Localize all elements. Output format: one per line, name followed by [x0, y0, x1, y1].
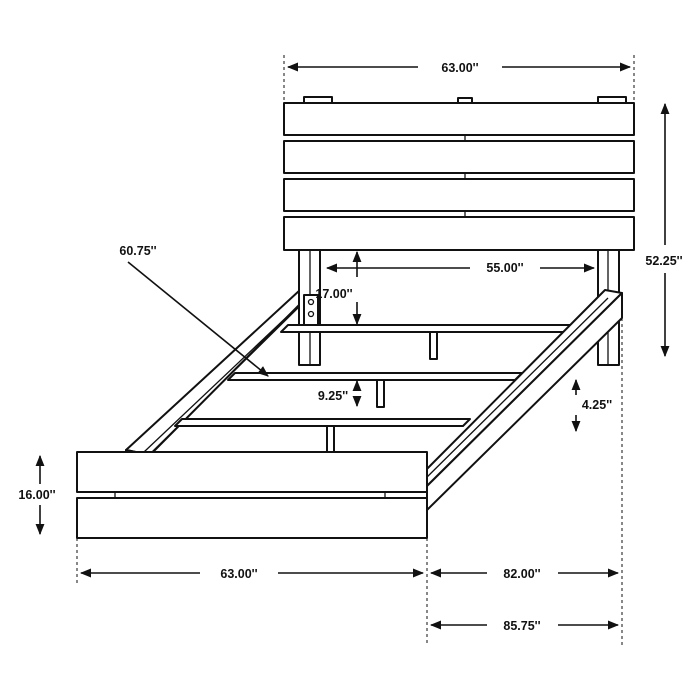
label-footboard-width: 63.00'' — [220, 567, 257, 581]
label-footboard-height: 16.00'' — [18, 488, 55, 502]
label-length: 82.00'' — [503, 567, 540, 581]
dim-slat-clearance: 9.25'' — [318, 379, 362, 408]
label-overall-length: 85.75'' — [503, 619, 540, 633]
label-headboard-clearance: 17.00'' — [315, 287, 352, 301]
dim-overall-length: 85.75'' — [429, 619, 620, 633]
label-slat-clearance: 9.25'' — [318, 389, 348, 403]
extension-lines — [76, 55, 635, 645]
label-rail-height: 4.25'' — [582, 398, 612, 412]
dim-rail-height: 4.25'' — [571, 378, 612, 433]
rail-bracket — [303, 294, 319, 326]
headboard — [283, 96, 635, 251]
dim-footboard-height: 16.00'' — [18, 454, 56, 536]
label-headboard-width: 63.00'' — [441, 61, 478, 75]
dim-inner-width: 55.00'' — [325, 261, 596, 275]
label-side-rail-length: 60.75'' — [119, 244, 156, 258]
dim-headboard-clearance: 17.00'' — [315, 250, 362, 326]
dim-headboard-height: 52.25'' — [645, 102, 683, 358]
label-inner-width: 55.00'' — [486, 261, 523, 275]
dim-length: 82.00'' — [429, 567, 620, 581]
dim-footboard-width: 63.00'' — [79, 567, 425, 581]
dim-side-rail-length: 60.75'' — [119, 244, 269, 377]
slats — [174, 324, 573, 453]
label-headboard-height: 52.25'' — [645, 254, 682, 268]
dim-headboard-width: 63.00'' — [286, 61, 632, 75]
footboard — [76, 451, 428, 539]
